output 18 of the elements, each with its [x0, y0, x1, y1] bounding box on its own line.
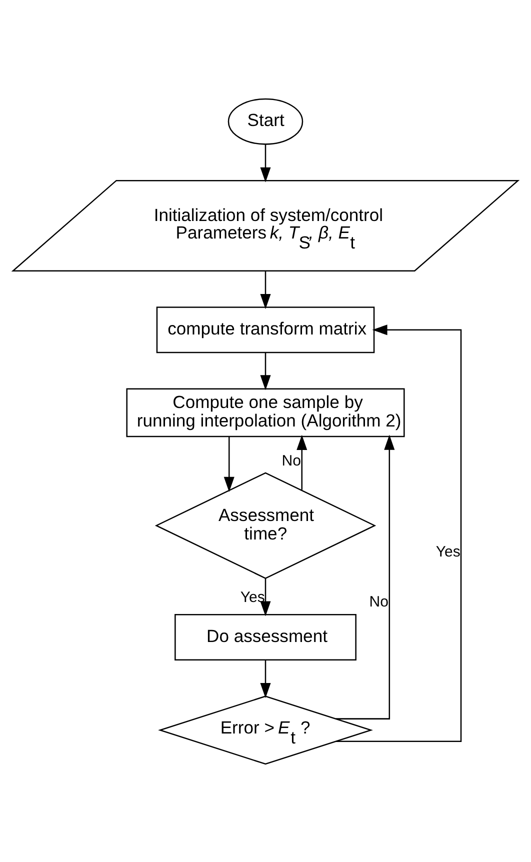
arrow	[260, 144, 271, 182]
edge-label: Yes	[436, 543, 460, 560]
edge-label: No	[369, 593, 389, 610]
arrow	[260, 352, 271, 390]
node-box: compute transform matrix	[156, 306, 375, 353]
arrow	[336, 434, 395, 719]
edge-label: No	[282, 452, 302, 469]
arrow	[260, 270, 271, 309]
arrow	[296, 434, 308, 490]
arrow	[260, 578, 271, 616]
edge-label: Yes	[240, 588, 265, 606]
arrow	[260, 660, 271, 698]
arrow	[336, 324, 462, 742]
node-box: Do assessment	[174, 614, 356, 660]
node-box: Compute one sample by running interpolation (Algorithm 2)	[126, 388, 405, 437]
node-ellipse: Start	[228, 98, 304, 144]
arrow	[224, 436, 234, 492]
node-diamond: Assessment time?	[154, 472, 376, 578]
